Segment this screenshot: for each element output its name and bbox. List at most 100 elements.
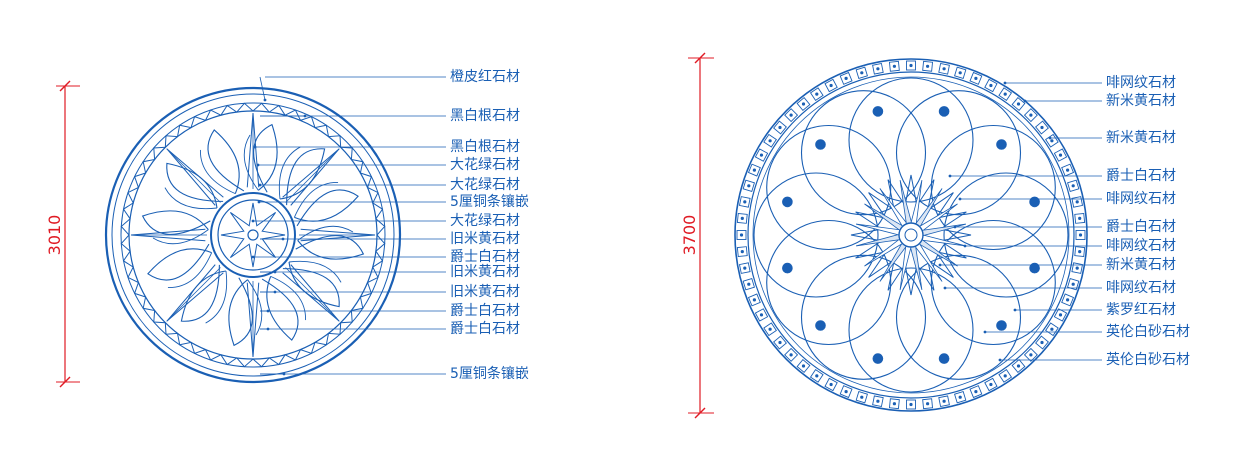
- right-material-labels: 啡网纹石材 新米黄石材 新米黄石材 爵士白石材 啡网纹石材 爵士白石材 啡网纹石…: [1106, 75, 1190, 368]
- band-tile-dot: [1078, 250, 1082, 254]
- band-tile-dot: [1050, 327, 1054, 331]
- band-tile-dot: [1058, 313, 1063, 317]
- right-label: 啡网纹石材: [1106, 75, 1176, 91]
- flame-petal: [180, 264, 227, 322]
- left-star-points: [130, 112, 376, 358]
- leader-dot: [251, 219, 255, 223]
- left-ring-3: [120, 102, 386, 368]
- band-tile: [763, 322, 777, 337]
- star-point-axis: [285, 148, 340, 203]
- band-tile-dot: [1003, 374, 1007, 378]
- band-tile-dot: [801, 364, 806, 368]
- band-tile: [1075, 230, 1086, 240]
- band-tile-dot: [829, 83, 833, 88]
- band-tile: [784, 108, 799, 123]
- band-tile: [773, 335, 787, 350]
- left-dimension-value: 3010: [45, 215, 64, 256]
- inlay-dot: [1029, 262, 1040, 274]
- band-tile-dot: [1040, 125, 1044, 130]
- band-tile-dot: [942, 67, 946, 71]
- band-tile-dot: [815, 374, 819, 378]
- star-point-axis: [166, 148, 221, 203]
- flame-petal-inner: [270, 275, 307, 321]
- leader-dot: [251, 255, 255, 259]
- inlay-dot: [938, 106, 950, 117]
- petal-arc: [895, 90, 1022, 216]
- inlay-dot: [815, 139, 826, 150]
- band-tile-dot: [740, 216, 744, 220]
- band-tile: [855, 391, 868, 404]
- right-label: 啡网纹石材: [1106, 238, 1176, 254]
- flame-petal-inner: [288, 260, 342, 283]
- star-point-axis: [166, 267, 221, 322]
- band-tile-dot: [974, 76, 978, 80]
- left-material-labels: 橙皮红石材 黑白根石材 黑白根石材 大花绿石材 大花绿石材 5厘铜条镶嵌 大花绿…: [450, 69, 529, 382]
- band-tile-dot: [1078, 233, 1083, 237]
- flame-petal-inner: [167, 252, 213, 289]
- band-tile-dot: [1016, 102, 1021, 106]
- leader-dot: [253, 145, 257, 149]
- leader-dot: [281, 237, 285, 241]
- band-tile: [736, 230, 747, 240]
- band-tile: [922, 398, 934, 410]
- left-center-ring-inner: [217, 199, 289, 271]
- petal-arc: [848, 267, 974, 393]
- inlay-dot: [815, 320, 826, 331]
- band-tile: [824, 377, 838, 392]
- flame-petal-inner: [293, 181, 339, 218]
- flame-petal: [253, 123, 278, 193]
- band-tile: [888, 398, 900, 410]
- band-tile: [938, 62, 950, 75]
- inlay-dot: [996, 139, 1007, 150]
- left-ring-2: [111, 93, 395, 377]
- band-tile-dot: [892, 402, 897, 406]
- band-tile-dot: [1016, 364, 1021, 368]
- leader-dot: [273, 290, 277, 294]
- band-tile: [888, 60, 900, 72]
- flame-petal-inner: [164, 187, 218, 210]
- band-tile: [1071, 196, 1084, 208]
- flame-petal-inner: [247, 279, 263, 336]
- band-tile: [738, 196, 751, 208]
- flame-petal: [279, 148, 326, 206]
- band-tile-dot: [876, 399, 880, 403]
- right-outer-ring: [734, 58, 1088, 412]
- band-tile-dot: [752, 168, 757, 172]
- band-tile-dot: [789, 353, 793, 357]
- band-tile-dot: [926, 402, 930, 406]
- left-center-dot: [247, 229, 259, 241]
- center-star-path: [220, 202, 286, 268]
- band-tile-dot: [1075, 266, 1079, 270]
- band-tile-dot: [958, 395, 962, 399]
- triangle-border-path: [120, 102, 386, 368]
- band-tile: [922, 60, 934, 72]
- band-tile: [1067, 278, 1080, 291]
- left-leader-lines: [251, 76, 446, 376]
- band-tile: [754, 308, 769, 322]
- band-tile: [747, 163, 761, 177]
- inlay-dot: [996, 320, 1007, 331]
- flame-petal: [141, 210, 211, 235]
- band-tile: [906, 60, 916, 71]
- leader-dot: [258, 183, 262, 187]
- left-label: 大花绿石材: [450, 157, 520, 173]
- band-tile-dot: [1066, 168, 1070, 172]
- band-tile-dot: [1050, 139, 1054, 143]
- petal-arc: [848, 77, 974, 203]
- band-tile: [796, 97, 811, 111]
- band-tile-dot: [974, 390, 978, 394]
- rosette-outline: [850, 174, 972, 296]
- band-tile: [738, 262, 751, 274]
- petal-arc: [766, 124, 892, 251]
- band-tile: [784, 347, 799, 362]
- petal-arc: [800, 254, 927, 380]
- flame-petal: [282, 261, 340, 308]
- band-tile-dot: [1003, 92, 1007, 96]
- flame-petal: [295, 235, 365, 260]
- leader-dot: [266, 309, 270, 313]
- band-tile-dot: [860, 395, 864, 399]
- band-tile-dot: [989, 83, 993, 88]
- left-dimension: 3010: [45, 80, 80, 388]
- right-label: 新米黄石材: [1106, 129, 1176, 146]
